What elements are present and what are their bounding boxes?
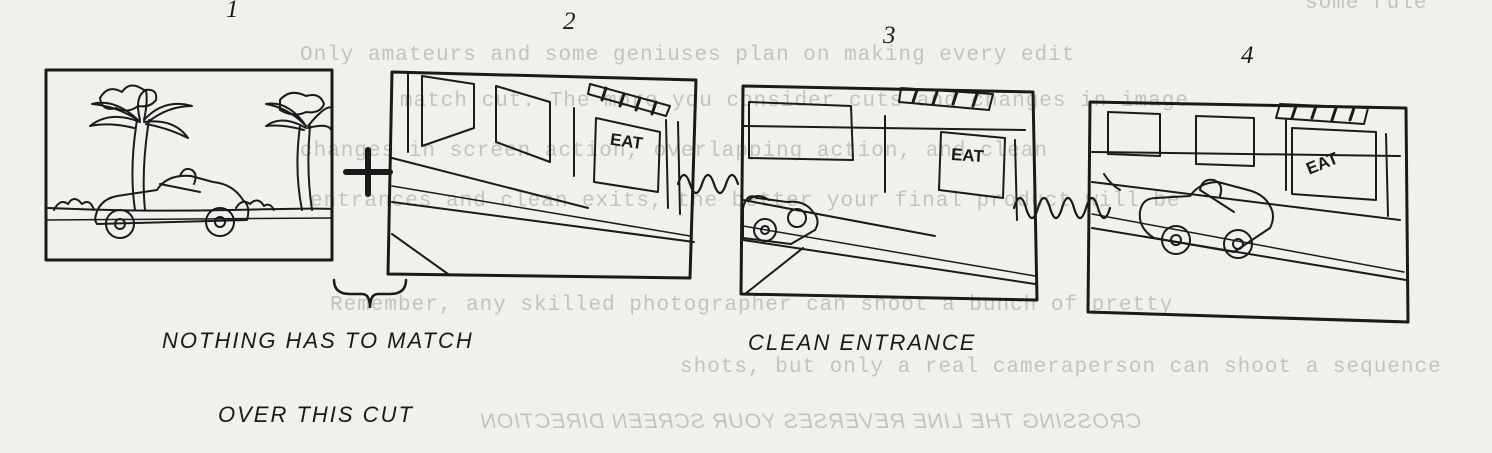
panel-number-4: 4 bbox=[1241, 42, 1254, 69]
bleed-line: Only amateurs and some geniuses plan on … bbox=[300, 44, 1076, 67]
storyboard-panel-2: EAT bbox=[378, 66, 700, 286]
eat-sign: EAT bbox=[950, 144, 985, 167]
caption-nothing-to-match: NOTHING HAS TO MATCH bbox=[162, 328, 474, 353]
beach-car-sketch bbox=[44, 68, 334, 262]
storyboard-panel-3: EAT bbox=[735, 80, 1041, 304]
bleed-line: CROSSING THE LINE REVERSES YOUR SCREEN D… bbox=[480, 410, 1142, 433]
car-entrance-sketch bbox=[739, 84, 1039, 302]
cut-brace-icon bbox=[332, 278, 408, 309]
storyboard-panel-1 bbox=[40, 60, 340, 270]
car-street-sketch bbox=[1086, 100, 1410, 324]
caption-over-this-cut: OVER THIS CUT bbox=[218, 402, 414, 427]
wavy-connector-3-4 bbox=[1012, 196, 1112, 220]
panel-number-2: 2 bbox=[563, 8, 576, 35]
bleed-line: some rule bbox=[1305, 0, 1428, 15]
street-sketch bbox=[386, 70, 698, 280]
bleed-line: shots, but only a real cameraperson can … bbox=[680, 356, 1442, 379]
wavy-connector-2-3 bbox=[676, 173, 740, 195]
panel-number-1: 1 bbox=[226, 0, 239, 23]
plus-sign-icon bbox=[343, 147, 393, 197]
panel-number-3: 3 bbox=[883, 22, 896, 49]
caption-clean-entrance: CLEAN ENTRANCE bbox=[748, 330, 977, 355]
storyboard-panel-4: EAT bbox=[1080, 94, 1418, 326]
